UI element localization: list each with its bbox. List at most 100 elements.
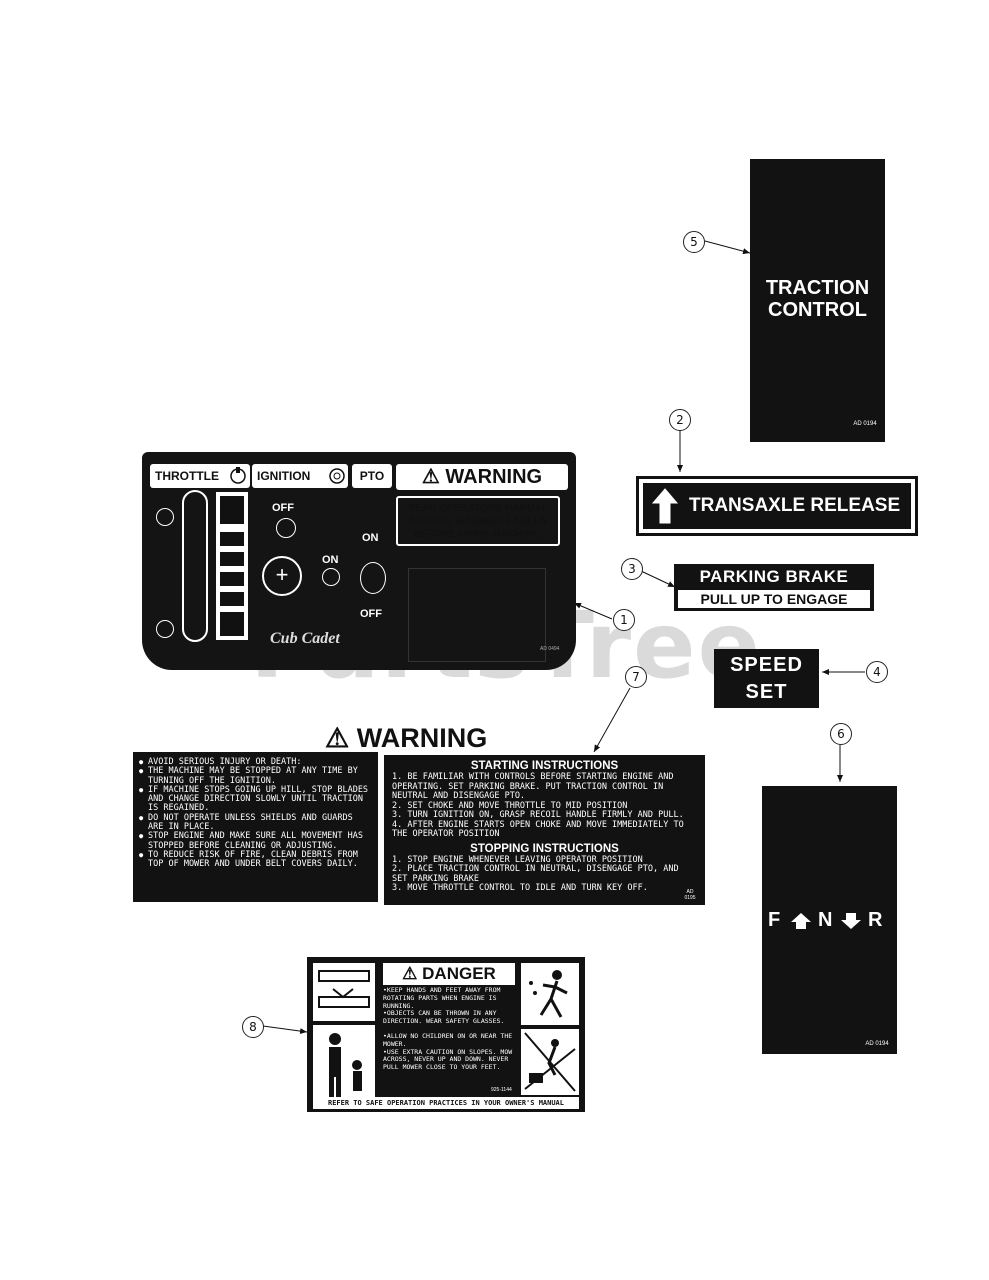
callout-1: 1 [613, 609, 635, 631]
leader-3 [640, 570, 676, 588]
traction-control-line1: TRACTION [765, 277, 870, 299]
danger-text-line: •KEEP HANDS AND FEET AWAY FROM ROTATING … [383, 986, 501, 1010]
stopping-step: 2. PLACE TRACTION CONTROL IN NEUTRAL, DI… [392, 864, 679, 884]
leader-5 [704, 240, 751, 255]
speed-set-line1: SPEED [730, 654, 803, 676]
warning-item: THE MACHINE MAY BE STOPPED AT ANY TIME B… [139, 767, 372, 786]
slope-hazard-pictogram [521, 1029, 579, 1095]
instructions-code: AD 0195 [684, 889, 696, 901]
warning-item: DO NOT OPERATE UNLESS SHIELDS AND GUARDS… [139, 813, 372, 833]
warning-label-title: ⚠ WARNING [325, 722, 487, 754]
read-manual-line3: BEFORE USING MACHINE. [413, 529, 543, 540]
parking-brake-line1: PARKING BRAKE [699, 567, 849, 586]
leader-8 [262, 1025, 308, 1035]
warning-triangle-icon: ⚠ [402, 964, 418, 983]
throttle-step [220, 532, 244, 546]
rabbit-fast-icon [220, 496, 244, 524]
turtle-slow-icon [220, 612, 244, 636]
throttle-scale [216, 492, 248, 640]
callout-5: 5 [683, 231, 705, 253]
callout-2: 2 [669, 409, 691, 431]
callout-3: 3 [621, 558, 643, 580]
pto-off-label: OFF [360, 608, 382, 620]
throttle-header: THROTTLE [150, 464, 250, 488]
read-manual-line2: AND ALL WARNING LABELS [409, 516, 547, 527]
ignition-off-label: OFF [272, 502, 294, 514]
hand-hazard-icon [318, 970, 370, 1008]
dash-control-panel: THROTTLE IGNITION PTO ⚠ WARNING READ OPE… [142, 452, 576, 670]
key-switch-icon [329, 468, 345, 484]
parking-brake-line2: PULL UP TO ENGAGE [678, 590, 870, 608]
warning-item: AVOID SERIOUS INJURY OR DEATH: [139, 757, 372, 767]
instructions-panel: STARTING INSTRUCTIONS 1. BE FAMILIAR WIT… [384, 755, 705, 905]
warning-list-panel: AVOID SERIOUS INJURY OR DEATH: THE MACHI… [133, 752, 378, 902]
starting-step: 3. TURN IGNITION ON, GRASP RECOIL HANDLE… [392, 810, 684, 820]
forward-arrow-icon [791, 913, 811, 929]
warning-label: WARNING [445, 466, 543, 488]
mount-hole-bottom [156, 620, 174, 638]
thrown-objects-icon [529, 970, 568, 1018]
traction-control-code: AD 0194 [853, 421, 877, 427]
speed-set-line2: SET [745, 681, 788, 703]
choke-icon [230, 467, 246, 484]
callout-6: 6 [830, 723, 852, 745]
starting-step: 4. AFTER ENGINE STARTS OPEN CHOKE AND MO… [392, 819, 684, 839]
read-manual-box: READ OPERATORS MANUAL AND ALL WARNING LA… [396, 496, 560, 546]
traction-control-line2: CONTROL [768, 299, 867, 321]
stopping-title: STOPPING INSTRUCTIONS [470, 842, 619, 855]
up-arrow-icon [651, 488, 679, 524]
stopping-step: 3. MOVE THROTTLE CONTROL TO IDLE AND TUR… [392, 883, 648, 893]
mount-hole-top [156, 508, 174, 526]
throttle-step [220, 552, 244, 566]
warning-item: IF MACHINE STOPS GOING UP HILL, STOP BLA… [139, 785, 372, 814]
brand-logo: Cub Cadet [270, 630, 340, 647]
ignition-header: IGNITION [252, 464, 348, 488]
pto-header: PTO [352, 464, 392, 488]
throttle-step [220, 592, 244, 606]
traction-control-decal: TRACTION CONTROL AD 0194 [750, 159, 885, 442]
read-manual-line1: READ OPERATORS MANUAL [408, 503, 548, 514]
children-icon [329, 1033, 362, 1097]
starting-title: STARTING INSTRUCTIONS [470, 760, 619, 772]
danger-code: 925-1144 [491, 1087, 512, 1093]
warning-item: STOP ENGINE AND MAKE SURE ALL MOVEMENT H… [139, 832, 372, 851]
fnr-forward: F [768, 909, 781, 931]
fnr-reverse: R [868, 909, 883, 931]
children-pictogram [313, 1025, 375, 1105]
throttle-label: THROTTLE [155, 469, 219, 483]
warning-triangle-icon: ⚠ [421, 466, 440, 488]
warning-title: WARNING [356, 723, 488, 753]
throttle-step [220, 572, 244, 586]
warning-header: ⚠ WARNING [396, 464, 568, 490]
fnr-decal: F N R AD 0194 [762, 786, 897, 1054]
danger-title: DANGER [422, 964, 496, 983]
parking-brake-decal: PARKING BRAKE PULL UP TO ENGAGE [674, 564, 874, 611]
slope-hazard-icon [524, 1032, 576, 1092]
hand-hazard-pictogram [313, 963, 375, 1021]
danger-decal: ⚠ DANGER •KEEP HANDS AND FEET AWAY FROM … [307, 957, 585, 1112]
fnr-code: AD 0194 [865, 1041, 889, 1047]
transaxle-release-decal: TRANSAXLE RELEASE [636, 476, 918, 536]
danger-text-line: •USE EXTRA CAUTION ON SLOPES. MOW ACROSS… [383, 1047, 513, 1072]
warning-item: TO REDUCE RISK OF FIRE, CLEAN DEBRIS FRO… [139, 850, 372, 870]
danger-footer: REFER TO SAFE OPERATION PRACTICES IN YOU… [313, 1097, 579, 1109]
choke-cutout [408, 568, 546, 662]
panel-code: AD 0494 [540, 646, 560, 652]
starting-step: 2. SET CHOKE AND MOVE THROTTLE TO MID PO… [392, 800, 628, 811]
danger-top-text: •KEEP HANDS AND FEET AWAY FROM ROTATING … [383, 986, 515, 1026]
ignition-start-symbol [322, 568, 340, 586]
speed-set-decal: SPEED SET [714, 649, 819, 708]
ignition-switch[interactable]: + [262, 556, 302, 596]
throttle-slot[interactable] [182, 490, 208, 642]
danger-text-line: •OBJECTS CAN BE THROWN IN ANY DIRECTION.… [383, 1009, 505, 1026]
callout-7: 7 [625, 666, 647, 688]
leader-1 [573, 602, 613, 620]
pto-switch[interactable] [360, 562, 386, 594]
reverse-arrow-icon [841, 913, 861, 929]
callout-8: 8 [242, 1016, 264, 1038]
danger-bottom-text: •ALLOW NO CHILDREN ON OR NEAR THE MOWER.… [383, 1032, 515, 1072]
stopping-step: 1. STOP ENGINE WHENEVER LEAVING OPERATOR… [392, 854, 643, 865]
transaxle-release-label: TRANSAXLE RELEASE [689, 495, 901, 516]
danger-text-line: •ALLOW NO CHILDREN ON OR NEAR THE MOWER. [383, 1032, 513, 1048]
